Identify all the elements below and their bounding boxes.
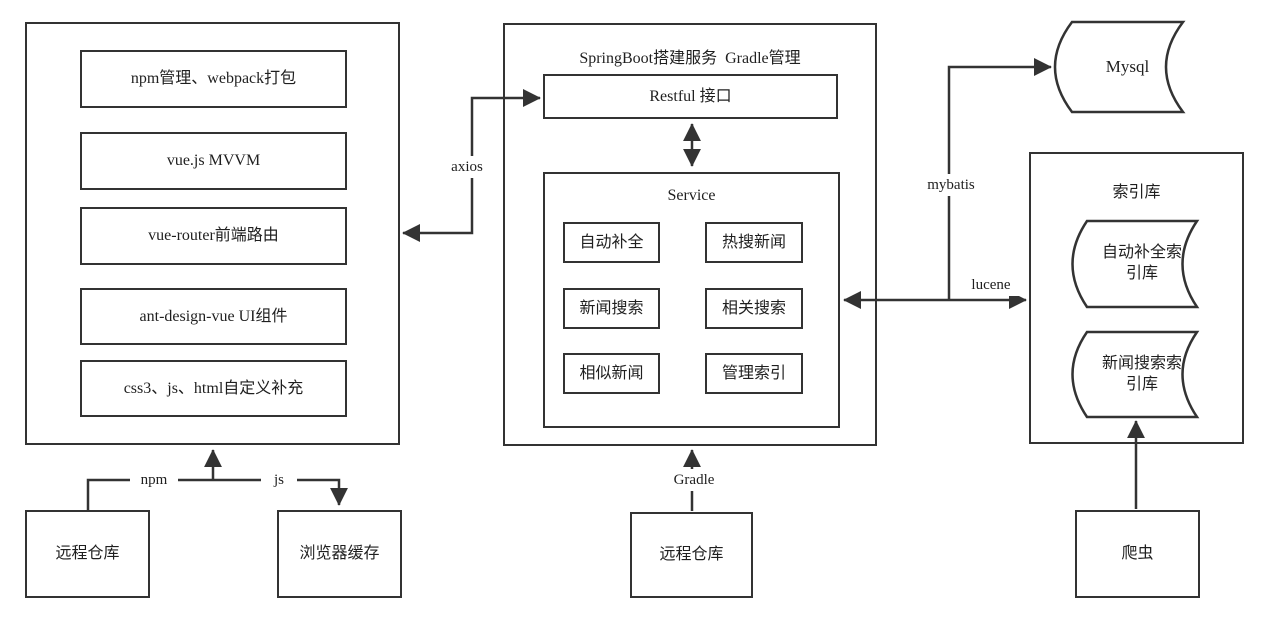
crawler-box: 爬虫 — [1075, 510, 1200, 598]
edge-label-lucene: lucene — [959, 275, 1023, 296]
autocomplete-index-label: 自动补全索 引库 — [1101, 244, 1182, 282]
mysql-label: Mysql — [1105, 56, 1150, 76]
service-module-related-search: 相关搜索 — [705, 288, 803, 329]
service-module-news-search: 新闻搜索 — [563, 288, 660, 329]
service-module-similar-news: 相似新闻 — [563, 353, 660, 394]
module-vuejs-mvvm: vue.js MVVM — [80, 132, 347, 190]
service-module-autocomplete: 自动补全 — [563, 222, 660, 263]
module-vue-router: vue-router前端路由 — [80, 207, 347, 265]
service-module-hot-news: 热搜新闻 — [705, 222, 803, 263]
news-search-index-label: 新闻搜索索 引库 — [1101, 354, 1182, 393]
module-css-js-html: css3、js、html自定义补充 — [80, 360, 347, 417]
restful-api-box: Restful 接口 — [543, 74, 838, 119]
edge-label-axios: axios — [436, 156, 498, 178]
index-store-title: 索引库 — [1112, 184, 1161, 201]
module-npm-webpack: npm管理、webpack打包 — [80, 50, 347, 108]
npm-remote-repo-box: 远程仓库 — [25, 510, 150, 598]
edge-label-js: js — [261, 469, 297, 491]
module-ant-design-vue: ant-design-vue UI组件 — [80, 288, 347, 345]
backend-title: SpringBoot搭建服务 Gradle管理 — [579, 50, 801, 67]
service-module-manage-index: 管理索引 — [705, 353, 803, 394]
edge-label-mybatis: mybatis — [916, 174, 986, 196]
edge-label-npm: npm — [130, 469, 178, 491]
service-title: Service — [667, 187, 716, 204]
edge-label-gradle: Gradle — [660, 469, 728, 491]
edge-npm-js-branch — [86, 478, 348, 511]
gradle-remote-repo-box: 远程仓库 — [630, 512, 753, 598]
browser-cache-box: 浏览器缓存 — [277, 510, 402, 598]
